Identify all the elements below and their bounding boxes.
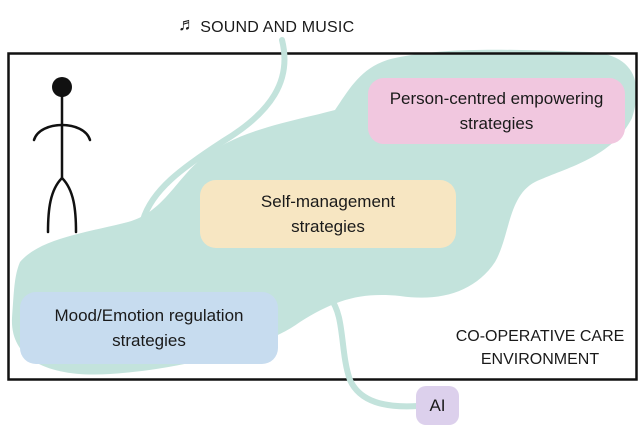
person-figure bbox=[32, 77, 92, 234]
self-management-text: Self-management strategies bbox=[260, 192, 396, 236]
music-note-icon: ♬ bbox=[178, 14, 197, 34]
self-management-box: Self-management strategies bbox=[200, 180, 456, 248]
care-environment-line1: CO-OPERATIVE CARE bbox=[455, 328, 625, 345]
ai-box: AI bbox=[416, 386, 459, 425]
sound-stream bbox=[140, 37, 288, 223]
ai-text: AI bbox=[429, 396, 446, 415]
mood-emotion-text: Mood/Emotion regulation strategies bbox=[54, 306, 244, 350]
person-centred-box: Person-centred empowering strategies bbox=[368, 78, 625, 144]
care-environment-frame bbox=[7, 52, 638, 381]
person-centred-text: Person-centred empowering strategies bbox=[389, 89, 604, 133]
sound-and-music-label: ♬ SOUND AND MUSIC bbox=[178, 14, 355, 40]
care-environment-label: CO-OPERATIVE CARE ENVIRONMENT bbox=[440, 325, 640, 371]
ai-stream bbox=[327, 295, 421, 410]
care-environment-line2: ENVIRONMENT bbox=[480, 351, 600, 368]
sound-and-music-text: SOUND AND MUSIC bbox=[200, 19, 355, 36]
mood-emotion-box: Mood/Emotion regulation strategies bbox=[20, 292, 278, 364]
